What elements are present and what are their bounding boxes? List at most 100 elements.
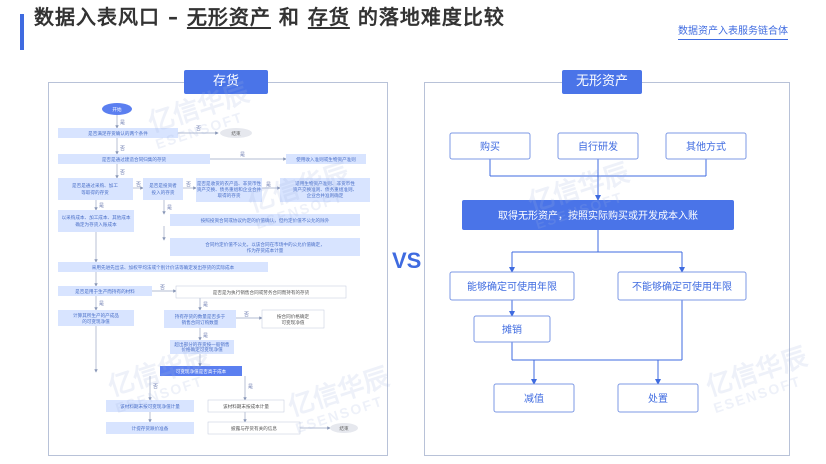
flow-node-q9 [160, 366, 242, 376]
flow-node-q5-yes [280, 178, 370, 202]
flow-node-cost-method [58, 262, 268, 272]
page-title: 数据入表风口 – 无形资产 和 存货 的落地难度比较 [34, 5, 505, 29]
brand-link[interactable]: 数据资产入表服务链合体 [678, 22, 788, 40]
other-method-node [665, 132, 747, 160]
svg-text:是否是通过采购、加工: 是否是通过采购、加工 [72, 182, 118, 189]
svg-text:资产交换、债务重组和企业合并: 资产交换、债务重组和企业合并 [197, 186, 262, 193]
svg-text:不能够确定可使用年限: 不能够确定可使用年限 [632, 280, 732, 293]
flow-node-q1 [58, 128, 178, 138]
flow-node-q2 [58, 154, 210, 164]
svg-text:摊销: 摊销 [502, 323, 522, 336]
svg-text:等取得的存货: 等取得的存货 [81, 189, 109, 196]
svg-text:使用收入准则或生物资产准则: 使用收入准则或生物资产准则 [296, 156, 356, 163]
svg-text:投入的存货: 投入的存货 [152, 189, 175, 196]
svg-text:的可变现净值: 的可变现净值 [82, 318, 110, 325]
svg-text:按合同价格确定: 按合同价格确定 [277, 313, 310, 320]
no-label: 否 [186, 182, 191, 188]
yes-label: 是 [266, 182, 271, 188]
disposal-node [617, 383, 699, 413]
flow-node-disclose [207, 421, 301, 435]
end-node-top [220, 128, 252, 138]
no-label: 否 [120, 170, 125, 176]
flow-node-q4 [143, 178, 183, 200]
vs-label: VS [392, 248, 422, 273]
svg-text:价格确定可变现净值: 价格确定可变现净值 [181, 346, 223, 353]
svg-text:减值: 减值 [524, 392, 544, 405]
svg-text:计算其所生产的产成品: 计算其所生产的产成品 [73, 312, 119, 319]
end-node-bottom [330, 423, 358, 433]
svg-text:购买: 购买 [480, 140, 500, 153]
svg-text:是否是为执行销售合同或劳务合同而持有的存货: 是否是为执行销售合同或劳务合同而持有的存货 [213, 289, 310, 296]
title-accent-bar [20, 14, 24, 50]
svg-text:可变现净值是否高于成本: 可变现净值是否高于成本 [176, 368, 227, 375]
svg-text:处置: 处置 [648, 393, 668, 405]
svg-text:按照投资合同或协议约定的价值确认，但约定价值不公允的除外: 按照投资合同或协议约定的价值确认，但约定价值不公允的除外 [201, 217, 330, 224]
svg-text:以采购成本、加工成本、其他成本: 以采购成本、加工成本、其他成本 [62, 214, 131, 221]
flow-node-calc [58, 310, 134, 326]
yes-label: 是 [99, 203, 104, 209]
svg-text:结束: 结束 [339, 425, 349, 432]
svg-text:销售合同订购数量: 销售合同订购数量 [182, 319, 219, 326]
start-node [102, 103, 132, 115]
flow-node-cost-measure [207, 399, 285, 413]
flow-node-q7 [175, 285, 347, 299]
self-dev-node [557, 132, 639, 160]
svg-text:作为存货成本计量: 作为存货成本计量 [247, 247, 284, 254]
svg-text:是否是用于生产而持有的材料: 是否是用于生产而持有的材料 [75, 288, 135, 295]
flow-node-q8 [164, 310, 236, 328]
svg-text:自行研发: 自行研发 [578, 140, 618, 153]
intangible-panel-title: 无形资产 [562, 70, 642, 94]
svg-text:取得的存货: 取得的存货 [218, 192, 241, 199]
yes-label: 是 [167, 205, 172, 211]
svg-text:适用生物资产准则、非货币性: 适用生物资产准则、非货币性 [295, 180, 355, 187]
no-label: 否 [120, 146, 125, 152]
flow-node-excess [170, 340, 234, 354]
flow-node-purchase [58, 210, 134, 232]
svg-text:是否满足存货确认的两个条件: 是否满足存货确认的两个条件 [88, 130, 148, 137]
svg-text:企业合并准则确定: 企业合并准则确定 [307, 192, 344, 199]
flow-node-contract [170, 214, 360, 226]
svg-text:该材料期末按可变现净值计量: 该材料期末按可变现净值计量 [120, 403, 180, 410]
flow-node-fair [170, 238, 360, 256]
start-label: 开始 [112, 106, 122, 113]
svg-text:该材料期末按成本计量: 该材料期末按成本计量 [223, 403, 269, 410]
svg-text:采用先进先出法、加权平均法或个别计价法等确定发出存货的实际成: 采用先进先出法、加权平均法或个别计价法等确定发出存货的实际成本 [92, 264, 235, 271]
svg-text:可变现净值: 可变现净值 [282, 319, 305, 326]
yes-label: 是 [120, 120, 125, 126]
flow-node-nrv-measure [106, 400, 194, 412]
svg-text:是否是投资者: 是否是投资者 [149, 182, 177, 189]
indefinite-life-node [617, 271, 747, 301]
svg-text:超出部分的存货按一般销售: 超出部分的存货按一般销售 [174, 341, 230, 348]
svg-text:计提存货跌价准备: 计提存货跌价准备 [132, 425, 169, 432]
flow-node-provision [106, 422, 194, 434]
flow-node-q2-yes [286, 154, 366, 164]
no-label: 否 [160, 285, 165, 291]
no-label: 否 [244, 312, 249, 318]
no-label: 否 [196, 126, 201, 132]
svg-text:结束: 结束 [231, 130, 241, 137]
svg-text:披露与存货有关的信息: 披露与存货有关的信息 [231, 425, 277, 432]
svg-text:取得无形资产，按照实际购买或开发成本入账: 取得无形资产，按照实际购买或开发成本入账 [498, 209, 698, 222]
svg-text:确定为存货入账成本: 确定为存货入账成本 [75, 221, 117, 228]
svg-text:持有存货的数量是否多于: 持有存货的数量是否多于 [175, 313, 226, 320]
svg-text:能够确定可使用年限: 能够确定可使用年限 [467, 280, 557, 293]
definite-life-node [449, 271, 575, 301]
yes-label: 是 [203, 302, 208, 308]
svg-text:资产交换准则、债务重组准则、: 资产交换准则、债务重组准则、 [293, 186, 357, 193]
svg-text:合同约定价值不公允，以该合同在市场中的公允价值确定，: 合同约定价值不公允，以该合同在市场中的公允价值确定， [205, 241, 324, 248]
yes-label: 是 [203, 333, 208, 339]
no-label: 否 [153, 384, 158, 390]
amortize-node [473, 315, 551, 343]
svg-text:是否是收货的农产品、非货币性: 是否是收货的农产品、非货币性 [197, 180, 262, 187]
inventory-panel-title: 存货 [184, 70, 268, 94]
yes-label: 是 [248, 384, 253, 390]
flow-node-q5 [196, 178, 262, 202]
svg-text:是否是通过建造合同归集的存货: 是否是通过建造合同归集的存货 [102, 156, 167, 163]
flow-node-contract-price [261, 309, 325, 329]
no-label: 否 [136, 182, 141, 188]
svg-text:其他方式: 其他方式 [686, 140, 726, 153]
buy-node [449, 132, 531, 160]
flow-node-q6 [58, 286, 152, 296]
